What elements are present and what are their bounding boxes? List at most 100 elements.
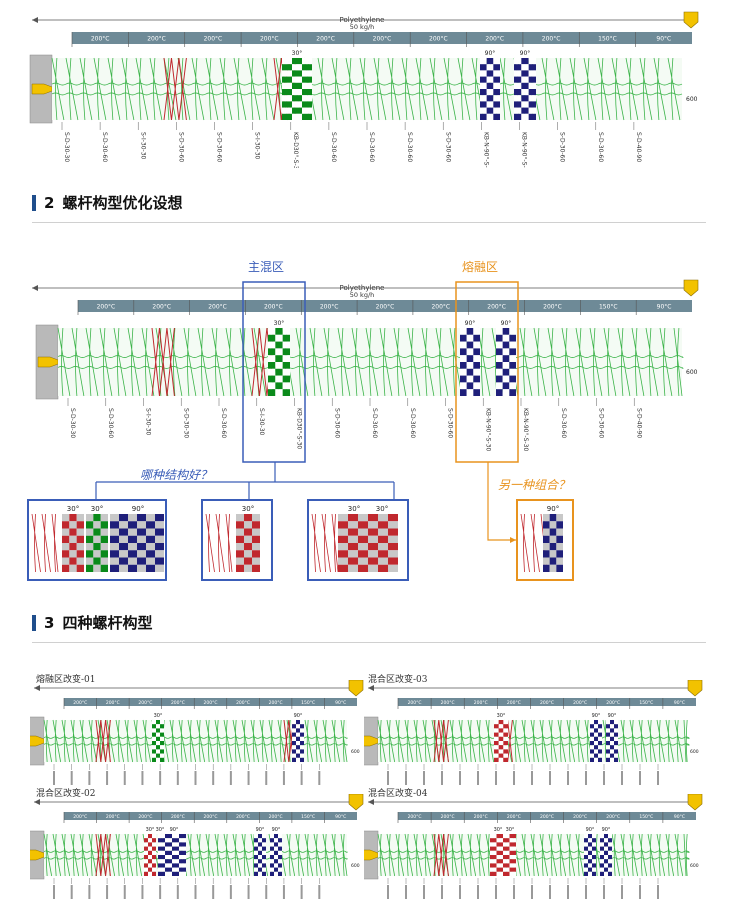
option-kneading-block xyxy=(137,535,146,543)
temperature-bar xyxy=(78,300,692,312)
kneading-block xyxy=(594,732,598,737)
kneading-block xyxy=(490,834,497,839)
variant-angle-label: 30° xyxy=(154,713,163,719)
element-label-stub xyxy=(70,771,73,785)
kneading-block xyxy=(160,745,164,750)
element-label-stub xyxy=(513,771,515,785)
section2-number: 2 xyxy=(44,193,55,212)
element-label: S-D-30-60 xyxy=(101,132,108,162)
kneading-block xyxy=(466,348,474,356)
kneading-block xyxy=(610,753,614,758)
section2-marker xyxy=(32,194,36,211)
kneading-block xyxy=(509,362,516,369)
kneading-block xyxy=(606,749,610,754)
option-kneading-block xyxy=(549,564,557,572)
section2-divider xyxy=(32,222,706,223)
option-kneading-block xyxy=(368,543,378,551)
kneading-block xyxy=(480,107,487,114)
option-kneading-block xyxy=(93,514,101,522)
option-kneading-block xyxy=(110,550,119,558)
option-kneading-block xyxy=(137,528,146,536)
option-kneading-block xyxy=(119,557,128,565)
kneading-block xyxy=(614,749,618,754)
option-kneading-block xyxy=(110,535,119,543)
kneading-block xyxy=(528,101,536,108)
kneading-block xyxy=(528,89,536,96)
kneading-block xyxy=(494,732,499,737)
kneading-block xyxy=(598,741,602,746)
kneading-block xyxy=(594,745,598,750)
kneading-block xyxy=(608,855,612,860)
kneading-block xyxy=(292,728,296,733)
option-kneading-block xyxy=(86,521,94,529)
reverse-element xyxy=(433,833,449,877)
temperature-label: 90°C xyxy=(335,814,346,820)
kneading-block xyxy=(614,757,618,762)
kneading-block xyxy=(496,850,503,855)
kneading-block xyxy=(590,736,594,741)
temperature-label: 200°C xyxy=(540,700,554,706)
kneading-block xyxy=(509,867,516,872)
kneading-block xyxy=(590,749,594,754)
kneading-block xyxy=(274,850,278,855)
kneading-block xyxy=(270,838,274,843)
kneading-block xyxy=(158,863,165,868)
kneading-angle-label: 90° xyxy=(485,50,496,57)
option-kneading-block xyxy=(93,528,101,536)
kneading-block xyxy=(509,334,516,342)
screw-shaft-wave xyxy=(377,850,690,853)
option-kneading-block xyxy=(556,521,563,529)
kneading-block xyxy=(503,724,508,729)
kneading-block xyxy=(254,834,258,839)
kneading-block xyxy=(473,348,480,356)
element-label-stub xyxy=(70,885,73,899)
kneading-block xyxy=(608,846,612,851)
temperature-label: 200°C xyxy=(269,814,283,820)
element-label-stub xyxy=(603,771,605,785)
kneading-block xyxy=(496,341,503,349)
kneading-block xyxy=(172,867,179,872)
kneading-block xyxy=(509,846,516,851)
temperature-label: 200°C xyxy=(320,304,339,311)
kneading-block xyxy=(278,850,282,855)
variant-angle-label: 30° xyxy=(146,827,155,833)
kneading-block xyxy=(514,95,522,102)
kneading-block xyxy=(509,842,516,847)
element-label-stub xyxy=(441,885,443,899)
question-another-combination: 另一种组合？ xyxy=(498,478,571,492)
option-kneading-block xyxy=(137,521,146,529)
temperature-label: 150°C xyxy=(301,700,315,706)
section3-marker xyxy=(32,614,36,631)
kneading-block xyxy=(258,863,262,868)
temperature-label: 200°C xyxy=(171,814,185,820)
temperature-bar xyxy=(64,698,357,706)
kneading-block xyxy=(498,745,504,750)
option-kneading-block xyxy=(93,543,101,551)
option-kneading-block xyxy=(128,535,137,543)
option-kneading-block xyxy=(69,535,77,543)
option-kneading-block xyxy=(252,557,260,565)
section2-title: 螺杆构型优化设想 xyxy=(62,194,183,212)
option-kneading-block xyxy=(368,550,378,558)
option-kneading-block xyxy=(146,514,155,522)
kneading-block xyxy=(588,842,592,847)
kneading-block xyxy=(466,328,474,335)
kneading-block xyxy=(493,70,500,77)
kneading-block xyxy=(144,871,148,876)
section3-number: 3 xyxy=(44,613,55,632)
kneading-block xyxy=(490,859,497,864)
kneading-block xyxy=(502,348,510,356)
variant-caption-2: 混合区改变-03 xyxy=(368,675,428,685)
kneading-block xyxy=(498,749,504,754)
kneading-block xyxy=(584,859,588,864)
kneading-block xyxy=(156,724,160,729)
option-kneading-block xyxy=(388,521,398,529)
temperature-label: 200°C xyxy=(91,36,110,43)
kneading-block xyxy=(598,728,602,733)
kneading-block xyxy=(610,741,614,746)
option-kneading-block xyxy=(62,528,70,536)
kneading-block xyxy=(494,753,499,758)
kneading-block xyxy=(480,113,487,120)
alt-connector-arrow xyxy=(510,537,516,543)
